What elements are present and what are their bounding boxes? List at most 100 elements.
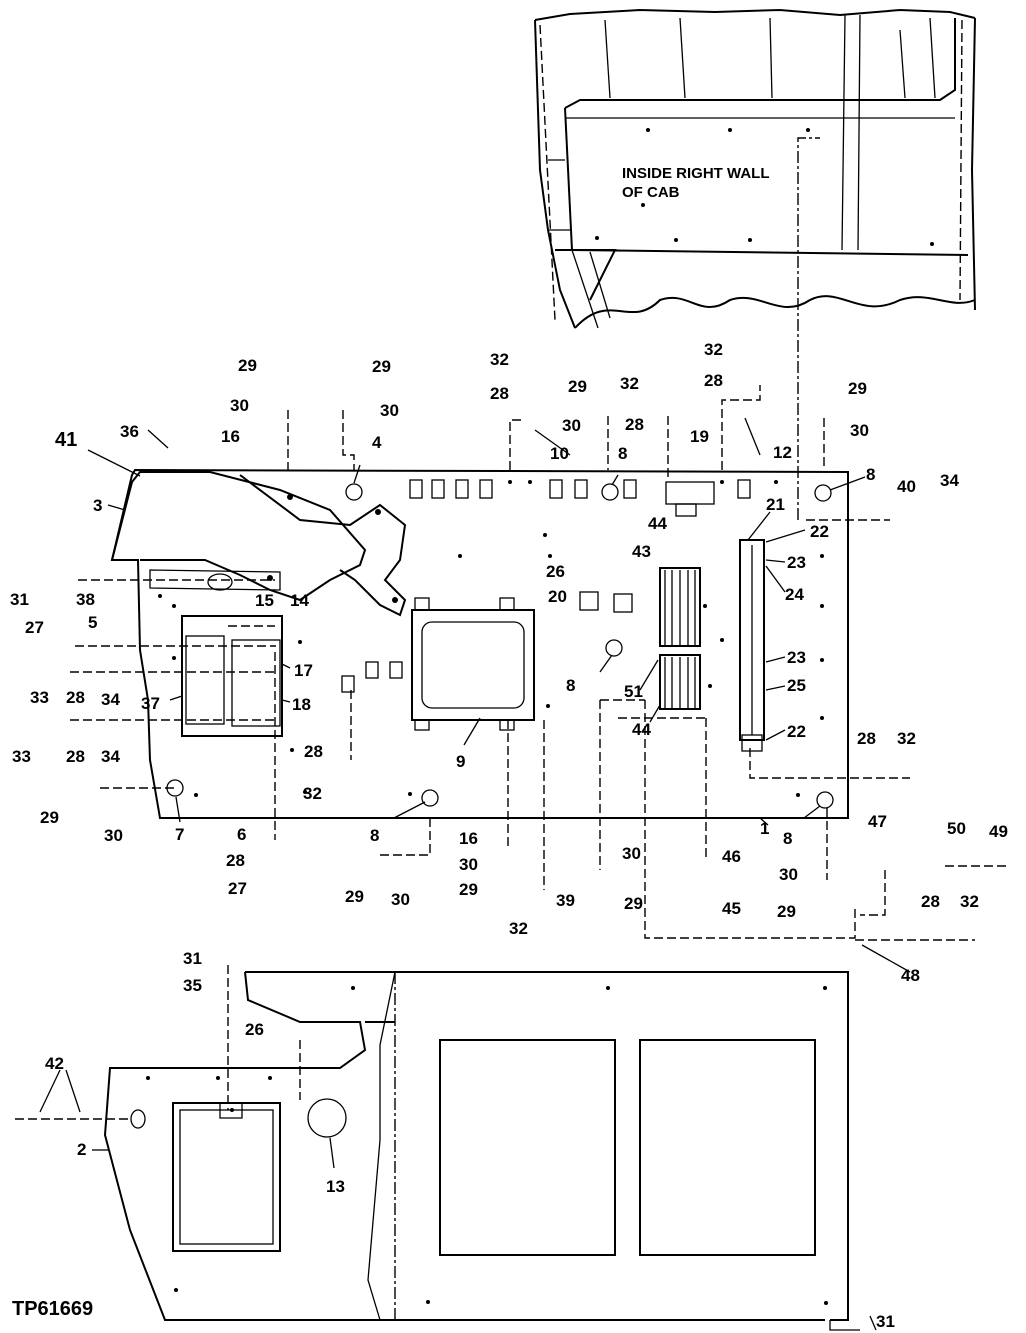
callout-37: 37: [141, 694, 160, 713]
callout-49: 49: [989, 822, 1008, 841]
assembly-lines: [15, 385, 1010, 1120]
callout-32: 32: [620, 374, 639, 393]
callout-29: 29: [848, 379, 867, 398]
callout-18: 18: [292, 695, 311, 714]
callout-31: 31: [183, 949, 202, 968]
callout-28: 28: [490, 384, 509, 403]
callout-44: 44: [648, 514, 667, 533]
callout-3: 3: [93, 496, 102, 515]
callout-8: 8: [783, 829, 792, 848]
callout-30: 30: [459, 855, 478, 874]
figure-id: TP61669: [12, 1298, 93, 1320]
callout-9: 9: [456, 752, 465, 771]
callout-28: 28: [921, 892, 940, 911]
leader-lines: [39, 417, 911, 1331]
callout-25: 25: [787, 676, 806, 695]
callout-14: 14: [290, 591, 309, 610]
callout-46: 46: [722, 847, 741, 866]
callout-45: 45: [722, 899, 741, 918]
callout-50: 50: [947, 819, 966, 838]
callout-31: 31: [10, 590, 29, 609]
cab-wall-outline: [534, 8, 976, 329]
callout-28: 28: [304, 742, 323, 761]
callout-26: 26: [245, 1020, 264, 1039]
callout-32: 32: [897, 729, 916, 748]
callout-34: 34: [101, 747, 120, 766]
callout-8: 8: [866, 465, 875, 484]
callout-30: 30: [779, 865, 798, 884]
callout-34: 34: [101, 690, 120, 709]
callout-8: 8: [566, 676, 575, 695]
callout-22: 22: [810, 522, 829, 541]
callout-30: 30: [380, 401, 399, 420]
callout-32: 32: [490, 350, 509, 369]
callout-51: 51: [624, 682, 643, 701]
callout-42: 42: [45, 1054, 64, 1073]
callout-32: 32: [303, 784, 322, 803]
callout-29: 29: [238, 356, 257, 375]
callout-30: 30: [850, 421, 869, 440]
callout-32: 32: [509, 919, 528, 938]
callout-30: 30: [562, 416, 581, 435]
callout-28: 28: [625, 415, 644, 434]
callout-6: 6: [237, 825, 246, 844]
callout-38: 38: [76, 590, 95, 609]
callout-33: 33: [30, 688, 49, 707]
callout-29: 29: [345, 887, 364, 906]
lower-panel: [103, 971, 860, 1331]
callout-28: 28: [66, 688, 85, 707]
callout-28: 28: [66, 747, 85, 766]
callout-28: 28: [226, 851, 245, 870]
callout-13: 13: [326, 1177, 345, 1196]
main-panel: [110, 468, 849, 819]
callout-17: 17: [294, 661, 313, 680]
callout-30: 30: [622, 844, 641, 863]
cab-caption-line2: OF CAB: [622, 184, 680, 201]
callout-41: 41: [55, 429, 77, 451]
callout-26: 26: [546, 562, 565, 581]
callout-30: 30: [391, 890, 410, 909]
callout-32: 32: [704, 340, 723, 359]
callout-20: 20: [548, 587, 567, 606]
callout-31: 31: [876, 1312, 895, 1331]
callout-4: 4: [372, 433, 382, 452]
callout-29: 29: [777, 902, 796, 921]
callout-23: 23: [787, 648, 806, 667]
callout-22: 22: [787, 722, 806, 741]
callout-35: 35: [183, 976, 202, 995]
callout-12: 12: [773, 443, 792, 462]
callout-34: 34: [940, 471, 959, 490]
callout-29: 29: [568, 377, 587, 396]
callout-29: 29: [459, 880, 478, 899]
callout-2: 2: [77, 1140, 86, 1159]
callout-29: 29: [40, 808, 59, 827]
callout-33: 33: [12, 747, 31, 766]
callout-47: 47: [868, 812, 887, 831]
callout-32: 32: [960, 892, 979, 911]
callout-1: 1: [760, 819, 769, 838]
callout-10: 10: [550, 444, 569, 463]
callout-48: 48: [901, 966, 920, 985]
callout-43: 43: [632, 542, 651, 561]
callout-44: 44: [632, 720, 651, 739]
callout-39: 39: [556, 891, 575, 910]
callout-30: 30: [230, 396, 249, 415]
callout-7: 7: [175, 825, 184, 844]
callout-27: 27: [25, 618, 44, 637]
callout-labels: 41 36 3 29 30 16 4 29 30 32 28 10 29 30 …: [10, 340, 1008, 1331]
callout-28: 28: [857, 729, 876, 748]
callout-23: 23: [787, 553, 806, 572]
callout-16: 16: [221, 427, 240, 446]
callout-27: 27: [228, 879, 247, 898]
callout-8: 8: [618, 444, 627, 463]
cab-mount-leader: [797, 137, 820, 520]
callout-19: 19: [690, 427, 709, 446]
callout-24: 24: [785, 585, 804, 604]
callout-30: 30: [104, 826, 123, 845]
callout-21: 21: [766, 495, 785, 514]
callout-28: 28: [704, 371, 723, 390]
cab-caption-line1: INSIDE RIGHT WALL: [622, 165, 770, 182]
callout-8: 8: [370, 826, 379, 845]
callout-5: 5: [88, 613, 97, 632]
